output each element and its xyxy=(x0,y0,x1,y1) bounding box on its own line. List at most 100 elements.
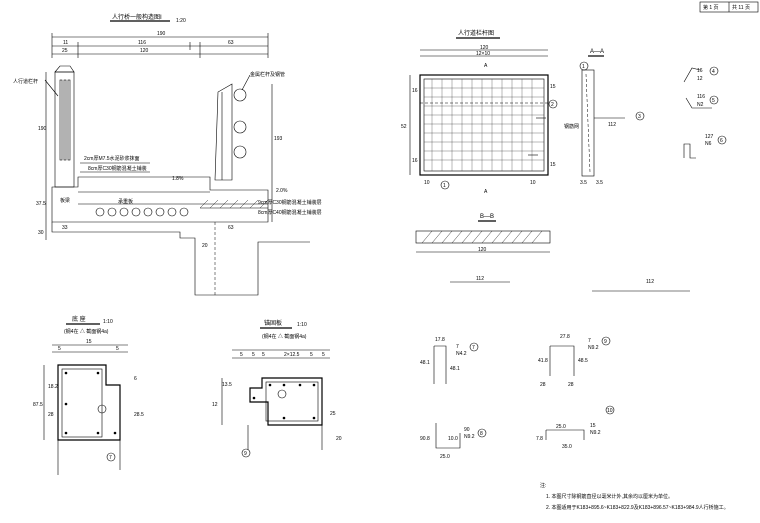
svg-text:37.5: 37.5 xyxy=(36,201,46,207)
svg-text:7: 7 xyxy=(588,338,591,344)
svg-text:6: 6 xyxy=(720,138,723,144)
notes: 注: 1. 本图尺寸除钢筋直径以毫米计外,其余均以厘米为单位。 2. 本图适用于… xyxy=(540,482,729,511)
bend-shape-10: 25.0 7.8 15 N9.2 35.0 10 xyxy=(536,405,615,450)
svg-text:15: 15 xyxy=(590,423,596,429)
note-line-2: 2. 本图适用于K183+895.6~K183+822.9及K183+896.5… xyxy=(546,504,729,511)
svg-text:N9.2: N9.2 xyxy=(464,434,475,440)
handrail-title: 人行道栏杆图 xyxy=(458,29,494,37)
title-block: 第 1 页 共 11 页 xyxy=(699,1,759,13)
svg-text:18.2: 18.2 xyxy=(48,384,58,390)
section-a-a: A—A 112 1 3 3.5 3.5 钢筋网 xyxy=(564,49,645,186)
anchor-bolts xyxy=(252,383,316,420)
svg-text:7: 7 xyxy=(109,455,112,461)
svg-text:12: 12 xyxy=(697,76,703,82)
svg-text:16: 16 xyxy=(412,88,418,94)
svg-text:25: 25 xyxy=(330,411,336,417)
svg-text:9: 9 xyxy=(604,339,607,345)
svg-text:2cm厚M7.5水泥砂浆抹面: 2cm厚M7.5水泥砂浆抹面 xyxy=(84,155,140,162)
rebar-hooks: 16 12 4 116 N2 5 127 N6 6 xyxy=(683,66,727,159)
svg-text:10: 10 xyxy=(607,408,613,414)
svg-text:5: 5 xyxy=(322,352,325,358)
svg-text:13.5: 13.5 xyxy=(222,382,232,388)
svg-text:48.1: 48.1 xyxy=(420,360,430,366)
svg-text:12×10: 12×10 xyxy=(476,51,490,57)
svg-text:112: 112 xyxy=(608,122,616,128)
svg-text:1: 1 xyxy=(582,64,585,70)
rebar-grid xyxy=(424,79,544,171)
svg-text:9: 9 xyxy=(244,451,247,457)
main-section-scale: 1:20 xyxy=(176,18,186,24)
svg-text:A: A xyxy=(484,63,488,69)
svg-text:25.0: 25.0 xyxy=(440,454,450,460)
svg-text:28: 28 xyxy=(540,382,546,388)
svg-text:2×12.5: 2×12.5 xyxy=(284,352,300,358)
svg-text:52: 52 xyxy=(401,124,407,130)
svg-text:25: 25 xyxy=(62,48,68,54)
svg-text:15: 15 xyxy=(86,339,92,345)
svg-text:5: 5 xyxy=(252,352,255,358)
svg-text:钢筋网: 钢筋网 xyxy=(564,123,579,130)
svg-text:190: 190 xyxy=(38,126,47,132)
svg-text:28: 28 xyxy=(48,412,54,418)
note-line-1: 1. 本图尺寸除钢筋直径以毫米计外,其余均以厘米为单位。 xyxy=(546,493,673,500)
svg-text:63: 63 xyxy=(228,225,234,231)
base-detail: 底 座 1:10 (钢4在 △ 截面钢4a) 15 5 5 7 87.5 18.… xyxy=(33,315,144,475)
svg-text:6: 6 xyxy=(134,376,137,382)
svg-text:1.8%: 1.8% xyxy=(172,176,184,182)
svg-text:20: 20 xyxy=(336,436,342,442)
svg-text:33: 33 xyxy=(62,225,68,231)
svg-text:112: 112 xyxy=(646,279,654,285)
svg-text:10: 10 xyxy=(424,180,430,186)
svg-text:3.5: 3.5 xyxy=(596,180,603,186)
svg-text:1:10: 1:10 xyxy=(103,319,113,325)
section-b-b: B—B 120 112 112 xyxy=(415,214,690,292)
svg-text:3: 3 xyxy=(638,114,641,120)
svg-text:48.5: 48.5 xyxy=(578,358,588,364)
svg-text:28.5: 28.5 xyxy=(134,412,144,418)
svg-text:30: 30 xyxy=(38,230,44,236)
anchor-title: 锚固板 xyxy=(264,319,282,327)
bend-shape-8: 90.8 25.0 10.0 N9.2 90 8 xyxy=(420,423,487,460)
svg-text:承重板: 承重板 xyxy=(118,198,133,205)
svg-text:16: 16 xyxy=(412,158,418,164)
svg-text:7: 7 xyxy=(456,344,459,350)
svg-text:8cm厚C30钢筋混凝土铺装: 8cm厚C30钢筋混凝土铺装 xyxy=(88,165,147,172)
svg-text:10.0: 10.0 xyxy=(448,436,458,442)
svg-text:112: 112 xyxy=(476,276,484,282)
svg-text:1: 1 xyxy=(443,183,446,189)
svg-text:120: 120 xyxy=(480,45,489,51)
svg-text:A—A: A—A xyxy=(590,49,604,55)
svg-text:190: 190 xyxy=(157,31,166,37)
svg-text:4: 4 xyxy=(712,69,715,75)
notes-head: 注: xyxy=(540,482,546,489)
svg-text:116: 116 xyxy=(138,40,146,46)
svg-text:N2: N2 xyxy=(697,102,704,108)
svg-text:28: 28 xyxy=(568,382,574,388)
svg-text:127: 127 xyxy=(705,134,714,140)
svg-text:35.0: 35.0 xyxy=(562,444,572,450)
svg-text:5: 5 xyxy=(58,346,61,352)
svg-text:90: 90 xyxy=(464,427,470,433)
svg-text:87.5: 87.5 xyxy=(33,402,43,408)
base-bolts xyxy=(64,371,117,435)
svg-text:41.8: 41.8 xyxy=(538,358,548,364)
svg-text:8: 8 xyxy=(480,431,483,437)
svg-text:2.0%: 2.0% xyxy=(276,188,288,194)
svg-text:11: 11 xyxy=(63,40,68,46)
svg-text:193: 193 xyxy=(274,136,283,142)
bb-title: B—B xyxy=(480,214,494,220)
svg-text:63: 63 xyxy=(228,40,234,46)
svg-text:5: 5 xyxy=(310,352,313,358)
svg-text:板梁: 板梁 xyxy=(60,197,70,204)
svg-text:116: 116 xyxy=(697,94,705,100)
svg-text:5: 5 xyxy=(116,346,119,352)
svg-text:N4.2: N4.2 xyxy=(456,351,467,357)
sheet-number: 第 1 页 xyxy=(703,4,719,11)
svg-text:48.1: 48.1 xyxy=(450,366,460,372)
svg-text:15: 15 xyxy=(550,84,556,90)
svg-text:120: 120 xyxy=(478,247,487,253)
svg-text:(钢4在 △ 截面钢4a): (钢4在 △ 截面钢4a) xyxy=(64,328,109,335)
svg-text:7: 7 xyxy=(472,345,475,351)
svg-text:25.0: 25.0 xyxy=(556,424,566,430)
